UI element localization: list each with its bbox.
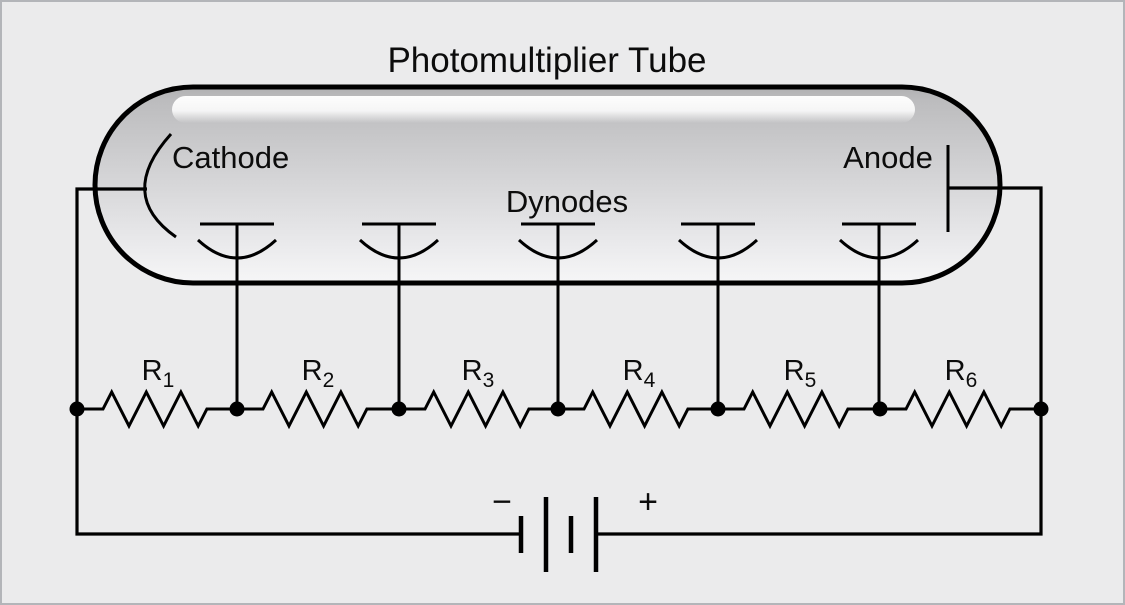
junction-dot-1 [69,401,85,417]
anode-wire [596,186,1043,536]
dynodes-label: Dynodes [506,184,628,219]
junction-dot-4 [550,401,566,417]
tube-envelope [92,84,1003,286]
resistor-label-r3: R3 [462,355,495,392]
cathode-wire [75,187,521,536]
diagram-title: Photomultiplier Tube [387,41,706,80]
battery-negative-label: − [492,483,512,521]
junction-dot-5 [710,401,726,417]
tube-body [92,84,1003,286]
battery-positive-label: + [638,483,658,521]
battery-symbol: − + [492,483,658,572]
junction-dot-2 [229,401,245,417]
resistor-label-r1: R1 [142,355,175,392]
resistor-symbol-r6 [878,390,1043,428]
junction-dot-3 [391,401,407,417]
resistor-symbol-r1 [75,390,240,428]
cathode-label: Cathode [172,140,289,175]
cathode-electrode [143,132,177,239]
resistor-symbol-r4 [556,390,721,428]
resistor-symbol-r3 [397,390,562,428]
resistor-labels: R1 R2 R3 R4 R5 R6 [142,355,978,392]
tube-gloss-highlight [172,96,915,123]
resistor-symbol-r2 [235,390,400,428]
resistor-symbol-r5 [716,390,881,428]
junction-dot-6 [872,401,888,417]
anode-label: Anode [843,140,933,175]
resistor-label-r5: R5 [784,355,817,392]
resistor-label-r4: R4 [623,355,656,392]
resistor-label-r2: R2 [302,355,335,392]
junction-dot-7 [1033,401,1049,417]
resistor-label-r6: R6 [945,355,978,392]
circuit-wires [75,186,1043,536]
